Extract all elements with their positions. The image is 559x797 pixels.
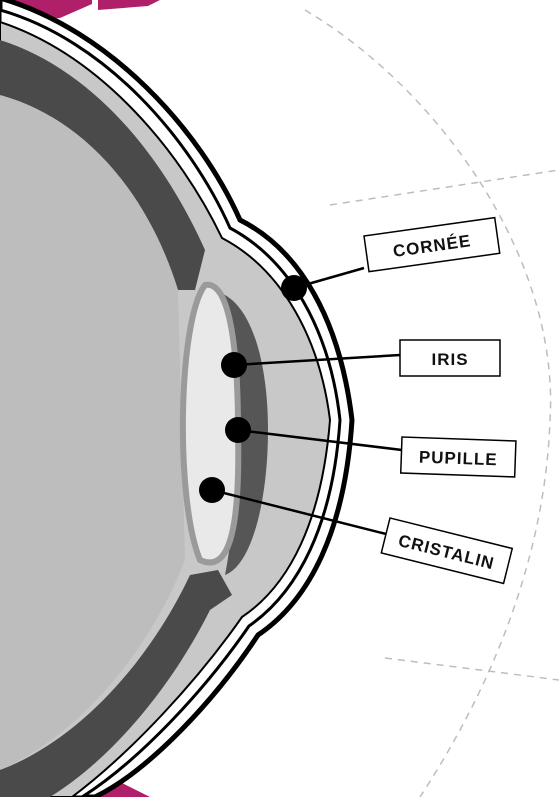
- lens-marker-dot: [199, 477, 225, 503]
- label-iris: IRIS: [400, 340, 500, 376]
- cornea-marker-dot: [281, 275, 307, 301]
- label-lens: CRISTALIN: [381, 518, 512, 583]
- pupil-marker-dot: [225, 417, 251, 443]
- label-pupil: PUPILLE: [401, 437, 516, 477]
- label-cornea: CORNÉE: [364, 218, 500, 272]
- label-iris-text: IRIS: [431, 350, 468, 369]
- label-pupil-text: PUPILLE: [419, 448, 498, 470]
- iris-marker-dot: [221, 352, 247, 378]
